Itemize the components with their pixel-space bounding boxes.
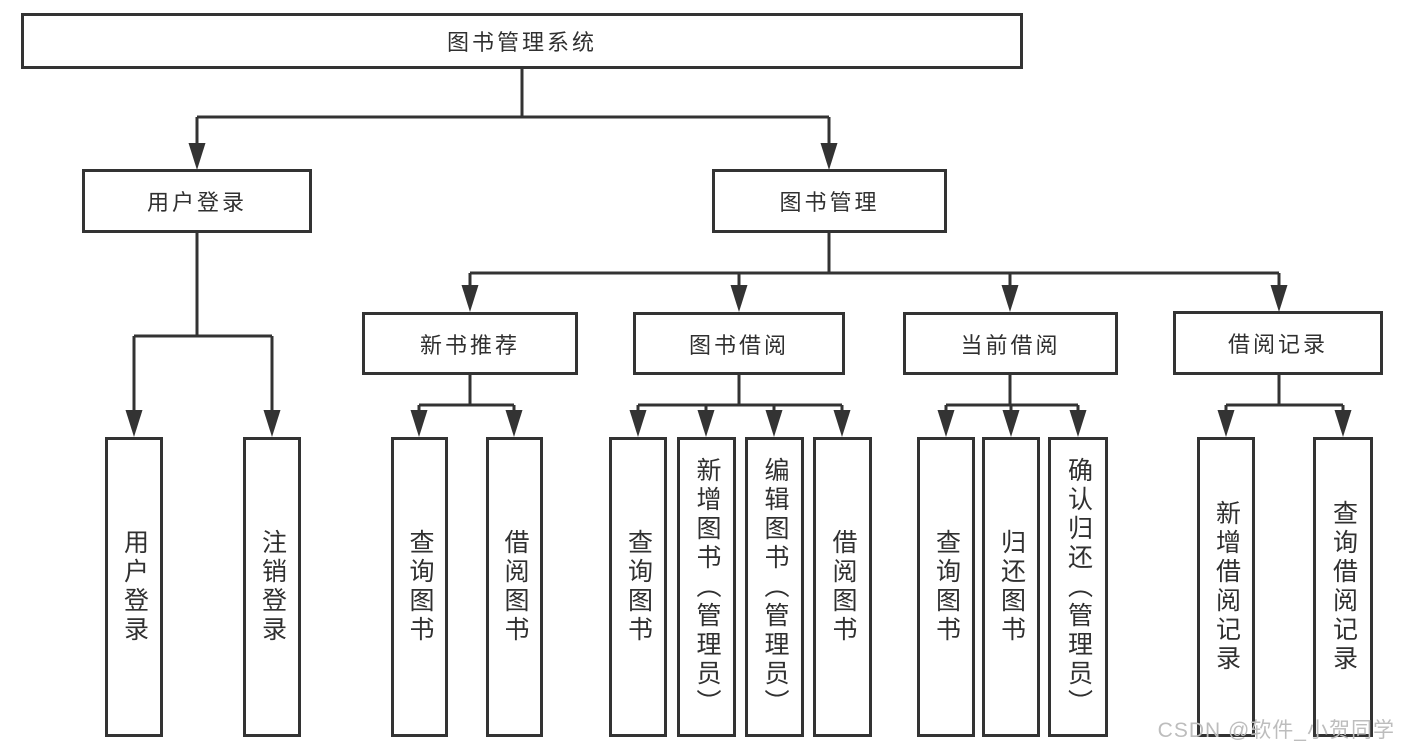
leaf-logout: 注销登录 bbox=[243, 437, 301, 737]
node-book-management: 图书管理 bbox=[712, 169, 947, 233]
leaf-borrow-edit-book-admin: 编辑图书（管理员） bbox=[745, 437, 804, 737]
node-current-borrow: 当前借阅 bbox=[903, 312, 1118, 375]
leaf-current-query-book: 查询图书 bbox=[917, 437, 975, 737]
leaf-records-query-record: 查询借阅记录 bbox=[1313, 437, 1373, 737]
leaf-user-login: 用户登录 bbox=[105, 437, 163, 737]
leaf-current-return-book: 归还图书 bbox=[982, 437, 1040, 737]
node-new-book-recommend: 新书推荐 bbox=[362, 312, 578, 375]
leaf-newrec-query-book: 查询图书 bbox=[391, 437, 448, 737]
leaf-newrec-borrow-book: 借阅图书 bbox=[486, 437, 543, 737]
leaf-current-confirm-return-admin: 确认归还（管理员） bbox=[1048, 437, 1108, 737]
leaf-borrow-add-book-admin: 新增图书（管理员） bbox=[677, 437, 736, 737]
node-book-borrow: 图书借阅 bbox=[633, 312, 845, 375]
node-borrow-records: 借阅记录 bbox=[1173, 311, 1383, 375]
node-root: 图书管理系统 bbox=[21, 13, 1023, 69]
leaf-borrow-borrow-book: 借阅图书 bbox=[813, 437, 872, 737]
node-user-login: 用户登录 bbox=[82, 169, 312, 233]
csdn-watermark: CSDN @软件_小贺同学 bbox=[1157, 719, 1395, 742]
leaf-records-add-record: 新增借阅记录 bbox=[1197, 437, 1255, 737]
leaf-borrow-query-book: 查询图书 bbox=[609, 437, 667, 737]
